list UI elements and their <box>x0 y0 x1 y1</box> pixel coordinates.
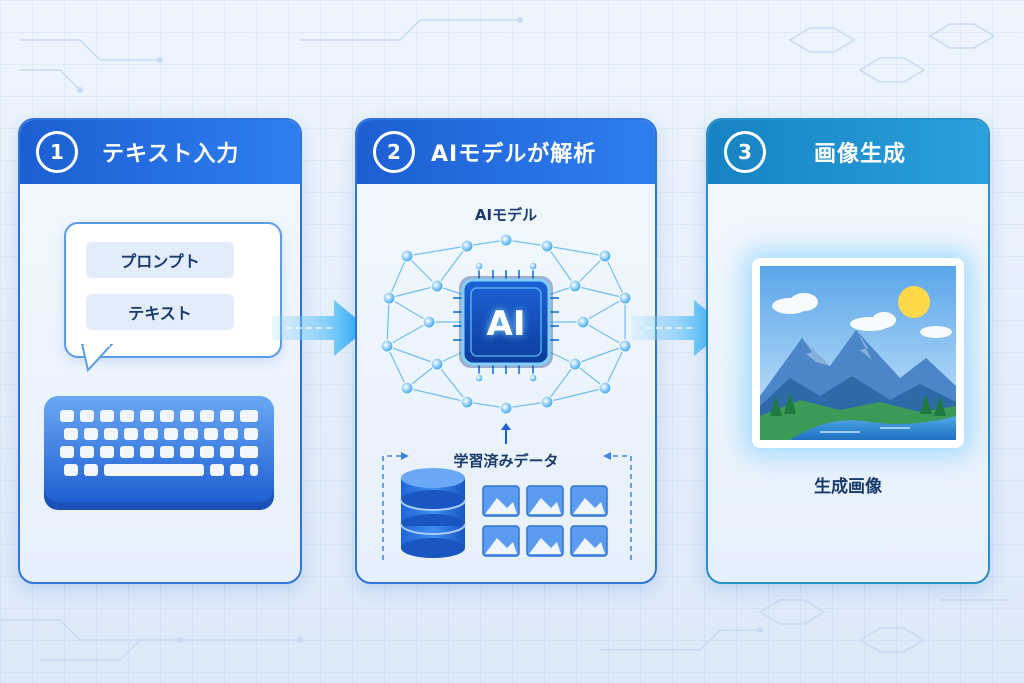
sun-icon <box>898 286 930 318</box>
speech-bubble-tail <box>80 344 114 373</box>
database-icon <box>400 468 466 558</box>
generated-image-frame <box>752 258 964 448</box>
step-panel-image-generation: 3 画像生成 <box>706 118 990 584</box>
step-number: 1 <box>36 131 78 173</box>
arrow-up-icon <box>501 423 511 444</box>
panel-header: 1 テキスト入力 <box>20 120 300 184</box>
training-data-label: 学習済みデータ <box>453 452 559 470</box>
step-number: 3 <box>724 131 766 173</box>
generated-image-label: 生成画像 <box>814 477 882 497</box>
arrow-right-icon <box>632 300 728 356</box>
step-title: テキスト入力 <box>102 142 240 167</box>
step-title: 画像生成 <box>814 142 907 167</box>
panel-header: 3 画像生成 <box>708 120 988 184</box>
text-chip: テキスト <box>86 294 234 330</box>
prompt-chip: プロンプト <box>86 242 234 278</box>
speech-bubble-icon: プロンプト テキスト <box>64 222 282 358</box>
step-panel-ai-analysis: 2 AIモデルが解析 AIモデル <box>355 118 657 584</box>
panel-header: 2 AIモデルが解析 <box>357 120 655 184</box>
step-title: AIモデルが解析 <box>431 142 597 167</box>
ai-chip-icon <box>461 278 551 366</box>
ai-chip-label: AI <box>486 304 526 344</box>
landscape-image-icon <box>760 266 956 440</box>
training-data-group <box>382 452 632 560</box>
image-thumbnail-icon <box>482 485 608 557</box>
neural-network-icon <box>380 233 632 415</box>
keyboard-icon <box>44 396 274 510</box>
ai-model-label: AIモデル <box>474 206 538 224</box>
step-number: 2 <box>373 131 415 173</box>
step-panel-text-input: 1 テキスト入力 プロンプト テキスト <box>18 118 302 584</box>
arrow-right-icon <box>272 300 368 356</box>
